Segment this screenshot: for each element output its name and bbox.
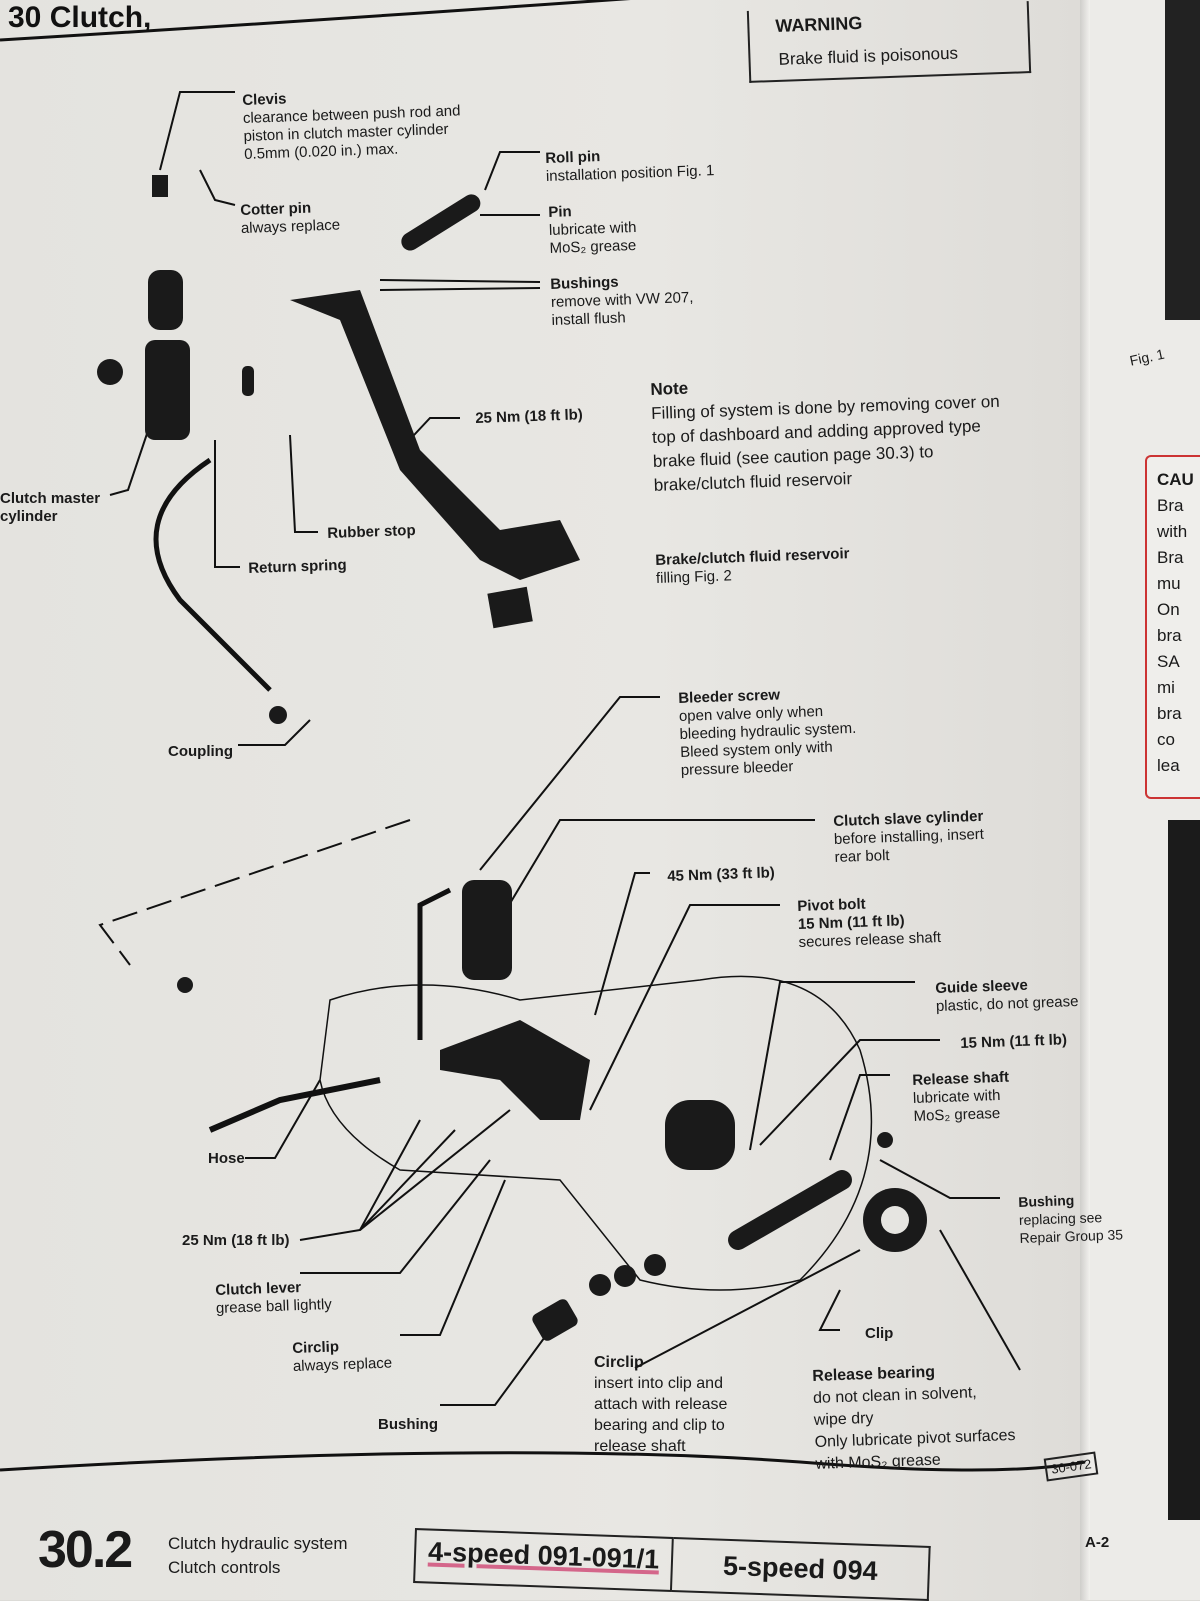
page-number: A-2: [1085, 1534, 1110, 1551]
label-rubber-stop: Rubber stop: [327, 521, 416, 542]
label-torque-lower: 25 Nm (18 ft lb): [182, 1232, 290, 1249]
label-torque-45: 45 Nm (33 ft lb): [667, 864, 776, 885]
tab-4-speed: 4-speed 091-091/1: [413, 1528, 674, 1593]
warning-text: Brake fluid is poisonous: [778, 43, 959, 69]
label-coupling: Coupling: [168, 743, 233, 760]
tab-5-speed: 5-speed 094: [672, 1537, 931, 1601]
label-hose: Hose: [208, 1150, 245, 1167]
section-number: 30.2: [38, 1521, 133, 1579]
label-bushing-bottom: Bushing: [378, 1416, 438, 1433]
page-gutter: [1080, 0, 1090, 1600]
warning-box: WARNING Brake fluid is poisonous: [746, 1, 1032, 83]
exploded-diagram: [0, 0, 1086, 1472]
background-photo: [1165, 0, 1200, 320]
label-torque-15: 15 Nm (11 ft lb): [960, 1031, 1068, 1052]
label-torque-pedal: 25 Nm (18 ft lb): [475, 406, 584, 427]
warning-title: WARNING: [775, 12, 863, 36]
label-clip: Clip: [865, 1325, 894, 1342]
label-return-spring: Return spring: [248, 556, 347, 577]
background-photo: [1168, 820, 1200, 1520]
chapter-title: 30 Clutch,: [8, 1, 152, 34]
